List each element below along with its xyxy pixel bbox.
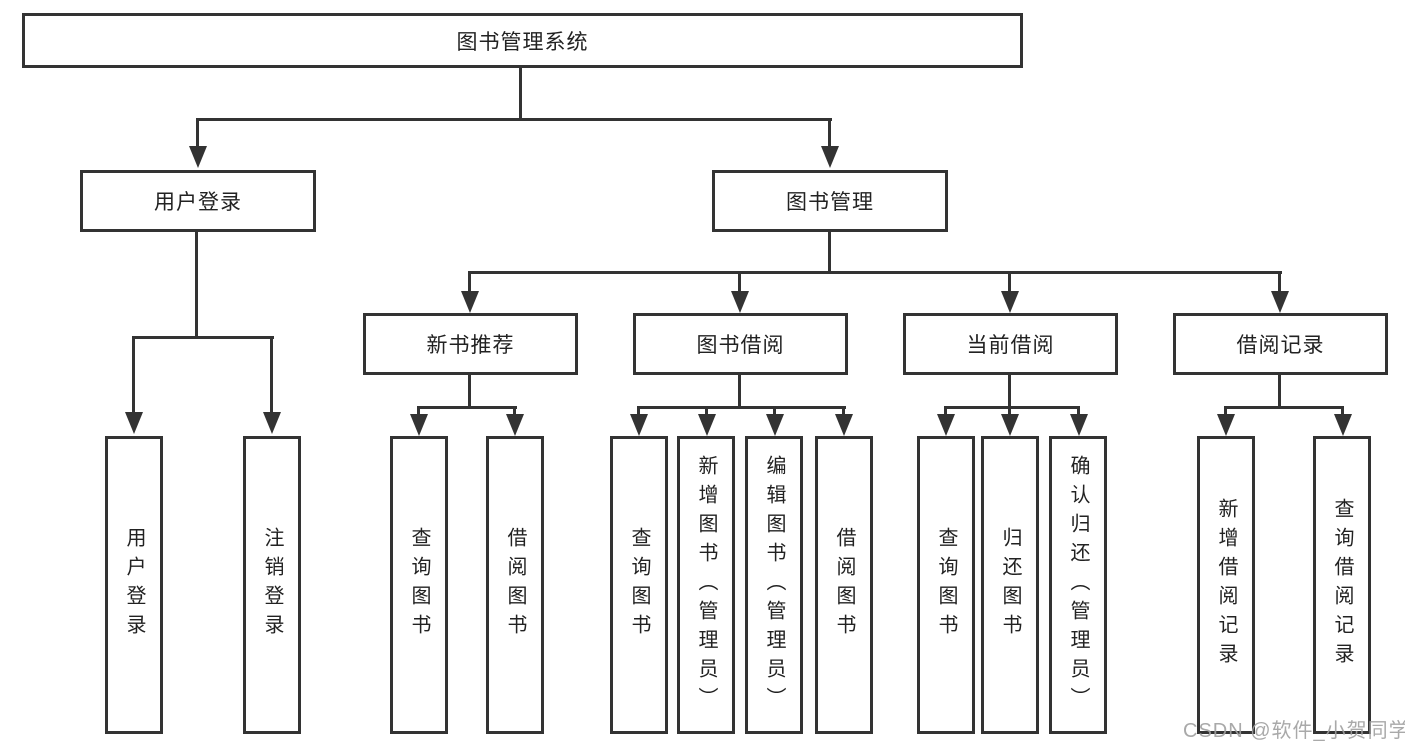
connector-line [1278,375,1281,408]
node-new-book-recommend-label: 新书推荐 [426,334,515,357]
leaf-confirm-return-admin: 确认归还（管理员） [1049,436,1107,734]
connector-line [705,406,708,416]
node-borrowing-records: 借阅记录 [1173,313,1388,375]
leaf-query-books-2: 查询图书 [610,436,668,734]
connector-line [945,406,1080,409]
connector-line [944,406,947,416]
leaf-return-books: 归还图书 [981,436,1039,734]
leaf-query-borrow-record-label: 查询借阅记录 [1331,498,1353,672]
connector-line [738,375,741,408]
connector-line [417,406,420,416]
leaf-query-books-1-label: 查询图书 [408,527,430,643]
connector-line [828,118,831,148]
arrow-down-icon [410,414,428,436]
arrow-down-icon [698,414,716,436]
leaf-borrow-books-2-label: 借阅图书 [833,527,855,643]
leaf-return-books-label: 归还图书 [999,527,1021,643]
node-current-borrowing: 当前借阅 [903,313,1118,375]
arrow-down-icon [630,414,648,436]
arrow-down-icon [1001,414,1019,436]
arrow-down-icon [766,414,784,436]
leaf-edit-books-admin-label: 编辑图书（管理员） [763,454,785,716]
arrow-down-icon [1217,414,1235,436]
leaf-add-books-admin: 新增图书（管理员） [677,436,735,734]
leaf-query-borrow-record: 查询借阅记录 [1313,436,1371,734]
connector-line [1077,406,1080,416]
leaf-query-books-3: 查询图书 [917,436,975,734]
connector-line [1341,406,1344,416]
node-user-login-label: 用户登录 [154,191,242,214]
leaf-user-login: 用户登录 [105,436,163,734]
connector-line [132,336,274,339]
arrow-down-icon [1001,291,1019,313]
leaf-logout: 注销登录 [243,436,301,734]
leaf-borrow-books-1: 借阅图书 [486,436,544,734]
arrow-down-icon [1271,291,1289,313]
connector-line [468,375,471,408]
node-user-login: 用户登录 [80,170,316,232]
arrow-down-icon [731,291,749,313]
connector-line [1225,406,1344,409]
connector-line [197,118,832,121]
node-borrowing-records-label: 借阅记录 [1236,334,1325,357]
connector-line [519,68,522,118]
connector-line [196,118,199,148]
connector-line [1278,271,1281,293]
leaf-borrow-books-1-label: 借阅图书 [504,527,526,643]
node-book-management-label: 图书管理 [786,191,874,214]
leaf-logout-label: 注销登录 [261,527,283,643]
arrow-down-icon [189,146,207,168]
connector-line [842,406,845,416]
node-root-label: 图书管理系统 [456,30,589,54]
leaf-add-borrow-record-label: 新增借阅记录 [1215,498,1237,672]
watermark: CSDN @软件_小贺同学 [1183,720,1405,742]
node-root: 图书管理系统 [22,13,1023,68]
arrow-down-icon [461,291,479,313]
arrow-down-icon [937,414,955,436]
connector-line [469,271,1282,274]
connector-line [1008,406,1011,416]
leaf-add-borrow-record: 新增借阅记录 [1197,436,1255,734]
arrow-down-icon [263,412,281,434]
arrow-down-icon [506,414,524,436]
connector-line [738,271,741,293]
connector-line [195,232,198,336]
connector-line [270,336,273,414]
leaf-borrow-books-2: 借阅图书 [815,436,873,734]
leaf-query-books-2-label: 查询图书 [628,527,650,643]
leaf-user-login-label: 用户登录 [123,527,145,643]
leaf-query-books-3-label: 查询图书 [935,527,957,643]
connector-line [513,406,516,416]
node-book-management: 图书管理 [712,170,948,232]
leaf-add-books-admin-label: 新增图书（管理员） [695,454,717,716]
node-current-borrowing-label: 当前借阅 [966,334,1055,357]
arrow-down-icon [821,146,839,168]
connector-line [132,336,135,414]
connector-line [418,406,517,409]
arrow-down-icon [835,414,853,436]
connector-line [1008,375,1011,408]
arrow-down-icon [1070,414,1088,436]
connector-line [637,406,640,416]
connector-line [828,232,831,273]
connector-line [468,271,471,293]
connector-line [1224,406,1227,416]
leaf-query-books-1: 查询图书 [390,436,448,734]
leaf-edit-books-admin: 编辑图书（管理员） [745,436,803,734]
connector-line [1008,271,1011,293]
connector-line [773,406,776,416]
leaf-confirm-return-admin-label: 确认归还（管理员） [1067,454,1089,716]
node-book-borrowing: 图书借阅 [633,313,848,375]
node-book-borrowing-label: 图书借阅 [696,334,785,357]
connector-line [638,406,846,409]
node-new-book-recommend: 新书推荐 [363,313,578,375]
arrow-down-icon [125,412,143,434]
arrow-down-icon [1334,414,1352,436]
